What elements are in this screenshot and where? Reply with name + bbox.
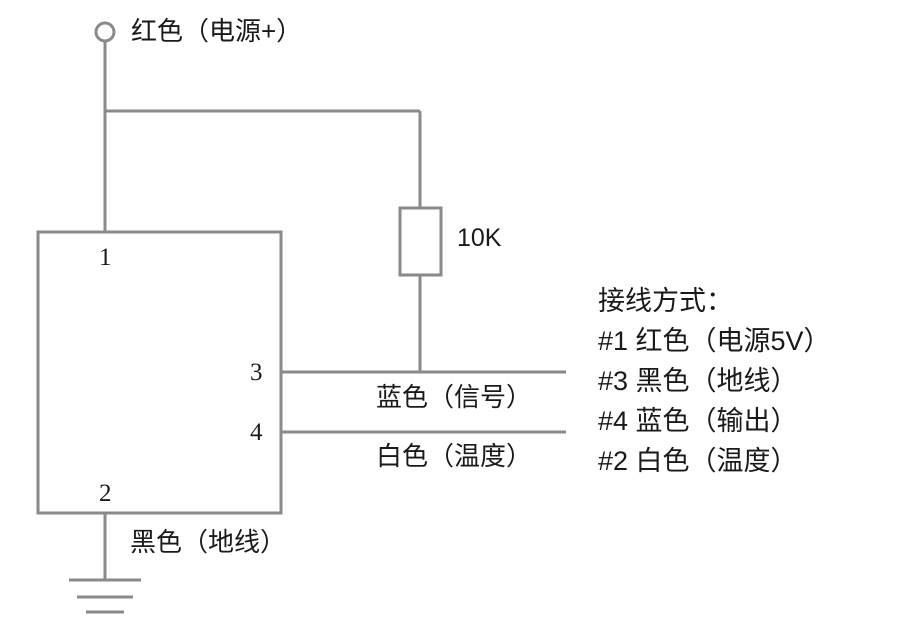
resistor-value-label: 10K — [457, 224, 502, 252]
wiring-legend-item-4: #2 白色（温度） — [598, 446, 798, 476]
wiring-legend-heading: 接线方式： — [598, 286, 733, 316]
pin-number-4: 4 — [250, 419, 263, 446]
pin-number-3: 3 — [250, 359, 263, 386]
wiring-legend-item-2: #3 黑色（地线） — [598, 366, 798, 396]
wiring-legend-item-3: #4 蓝色（输出） — [598, 406, 798, 436]
temperature-wire-label: 白色（温度） — [376, 441, 533, 471]
power-terminal-circle — [94, 21, 116, 43]
sensor-body — [36, 230, 283, 515]
ground-wire-label: 黑色（地线） — [130, 527, 287, 557]
wiring-legend-item-1: #1 红色（电源5V） — [598, 326, 831, 356]
wiring-legend-panel: 接线方式： #1 红色（电源5V） #3 黑色（地线） #4 蓝色（输出） #2… — [598, 281, 898, 481]
power-terminal-label: 红色（电源+） — [131, 16, 303, 46]
signal-wire-label: 蓝色（信号） — [376, 382, 533, 412]
pin-number-1: 1 — [99, 244, 112, 271]
pin-number-2: 2 — [99, 480, 112, 507]
resistor-body — [398, 206, 443, 277]
